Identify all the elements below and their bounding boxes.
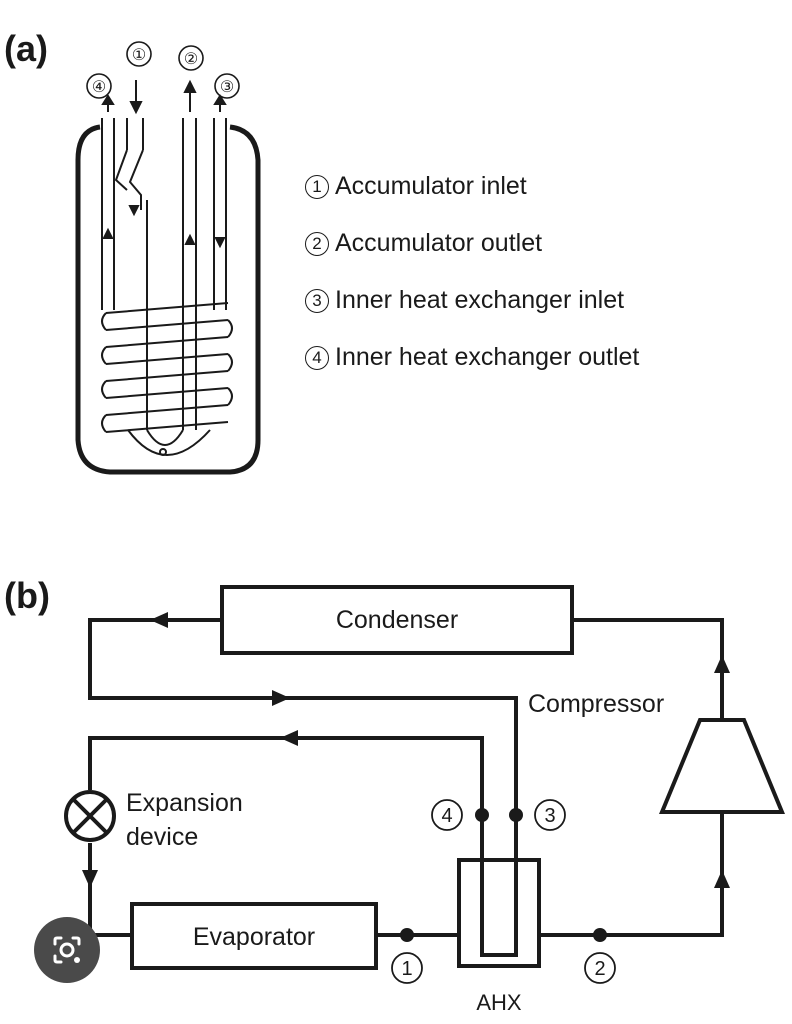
accumulator-tank xyxy=(75,124,261,475)
evaporator-label: Evaporator xyxy=(193,923,315,951)
legend-num-3: 3 xyxy=(305,288,329,313)
legend-num-1: 1 xyxy=(305,174,329,199)
google-lens-icon xyxy=(53,936,81,964)
panel-b-label: (b) xyxy=(4,575,50,616)
point-2: 2 xyxy=(594,958,605,980)
port-a-3: ③ xyxy=(220,79,234,96)
panel-a-label: (a) xyxy=(4,28,48,69)
port-a-4: ④ xyxy=(92,79,106,96)
google-lens-button[interactable] xyxy=(34,917,100,983)
legend-num-4: 4 xyxy=(305,345,329,370)
expansion-label-line1: Expansion xyxy=(126,789,243,817)
compressor-shape xyxy=(659,718,785,814)
port-a-1: ① xyxy=(132,47,146,64)
legend-text-4: Inner heat exchanger outlet xyxy=(335,343,640,371)
legend-num-2: 2 xyxy=(305,231,329,256)
compressor-label: Compressor xyxy=(528,690,664,718)
condenser-label: Condenser xyxy=(336,606,458,634)
ahx-box xyxy=(457,858,541,968)
expansion-valve-icon xyxy=(64,790,116,842)
point-3: 3 xyxy=(544,805,555,827)
expansion-label-line2: device xyxy=(126,823,198,851)
ahx-label: AHX xyxy=(476,990,522,1015)
point-1: 1 xyxy=(401,958,412,980)
port-a-2: ② xyxy=(184,51,198,68)
legend-text-3: Inner heat exchanger inlet xyxy=(335,286,625,314)
legend-text-2: Accumulator outlet xyxy=(335,229,543,257)
legend-text-1: Accumulator inlet xyxy=(335,172,527,200)
point-4: 4 xyxy=(441,805,452,827)
